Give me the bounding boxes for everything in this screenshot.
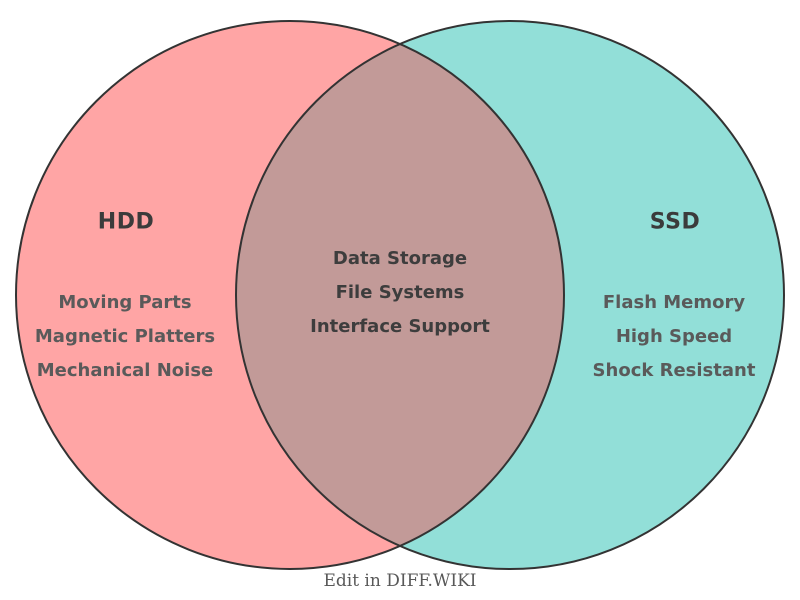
hdd-item-list: Moving Parts Magnetic Platters Mechanica… <box>35 286 215 388</box>
hdd-item: Magnetic Platters <box>34 326 216 347</box>
overlap-item-list: Data Storage File Systems Interface Supp… <box>310 242 490 344</box>
overlap-item: File Systems <box>335 282 465 303</box>
edit-in-diffwiki-link[interactable]: Edit in DIFF.WIKI <box>323 571 477 591</box>
hdd-item: Moving Parts <box>58 292 192 313</box>
ssd-item: Flash Memory <box>602 292 746 313</box>
ssd-item: Shock Resistant <box>592 360 756 381</box>
ssd-circle-outline <box>235 20 785 570</box>
hdd-item: Mechanical Noise <box>36 360 214 381</box>
ssd-item-list: Flash Memory High Speed Shock Resistant <box>593 286 756 388</box>
overlap-item: Interface Support <box>310 316 490 337</box>
overlap-region <box>236 21 564 569</box>
ssd-item: High Speed <box>615 326 733 347</box>
ssd-title: SSD <box>649 209 701 235</box>
hdd-circle-outline <box>15 20 565 570</box>
hdd-title: HDD <box>97 209 155 235</box>
overlap-item: Data Storage <box>332 248 468 269</box>
